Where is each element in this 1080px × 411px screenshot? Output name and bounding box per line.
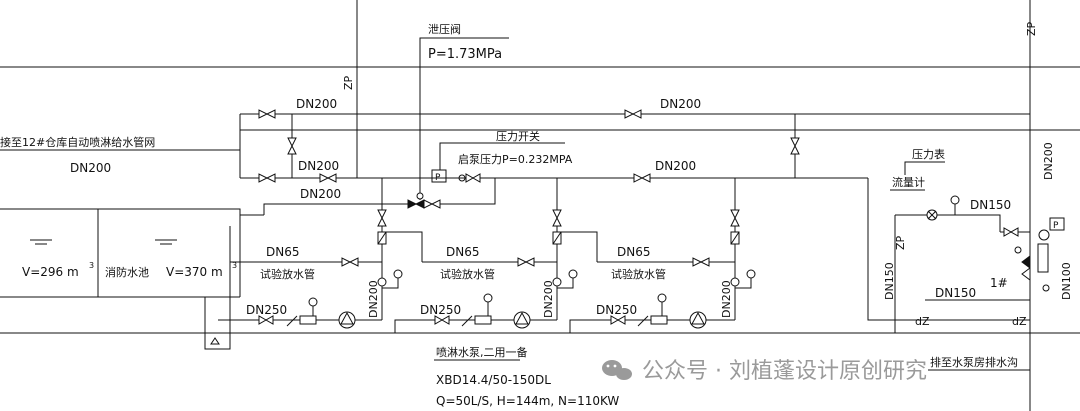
- dn65-label-1: DN65: [266, 245, 300, 259]
- dn200-riser-label-2: DN200: [542, 280, 555, 318]
- pressure-switch-p: P: [435, 173, 441, 183]
- pump-1-label: 1#: [990, 276, 1008, 290]
- dz-label-2: dZ: [1012, 315, 1027, 328]
- flow-meter-label: 流量计: [892, 175, 925, 189]
- pump-room-drain-label: 排至水泵房排水沟: [930, 355, 1018, 369]
- riser-gauge-2: [557, 269, 578, 289]
- supply-network-label: 接至12#仓库自动喷淋给水管网: [0, 135, 155, 149]
- zp-label-right-mid: ZP: [894, 235, 907, 250]
- test-drain-label-2: 试验放水管: [440, 267, 495, 281]
- fire-pool-label: 消防水池: [105, 265, 149, 279]
- relief-valve-leader: [419, 37, 509, 200]
- tank-volume-1: V=296 m: [22, 265, 79, 279]
- gate-valve-return: [423, 199, 441, 209]
- test-valve: [1003, 227, 1019, 237]
- pressure-switch-leader: [439, 142, 565, 170]
- dn100-label-right-vertical: DN100: [1060, 262, 1073, 300]
- drain-valve-3: [692, 257, 710, 267]
- header-to-test-loop: [867, 178, 1030, 321]
- drain-valve-1: [341, 257, 359, 267]
- riser-gauge-1: [382, 269, 403, 289]
- supply-dn200-label: DN200: [70, 161, 111, 175]
- riser-valve-3: [730, 209, 740, 227]
- gate-valve-upper-2: [624, 109, 642, 119]
- zp-label-right-top: ZP: [1025, 21, 1038, 36]
- suction-line-2: [394, 319, 557, 333]
- riser-meter-2: [552, 277, 562, 287]
- gate-valve-header-1: [258, 173, 276, 183]
- dn65-label-2: DN65: [446, 245, 480, 259]
- pressure-gauge-leader: [904, 161, 945, 175]
- test-drain-label-1: 试验放水管: [260, 267, 315, 281]
- riser-valve-1: [377, 209, 387, 227]
- test-pressure-gauge: [950, 195, 960, 215]
- jockey-pump-cluster: P: [1014, 217, 1065, 292]
- pressure-switch-box: [431, 169, 447, 183]
- watermark-text: 公众号 · 刘植蓬设计原创研究: [642, 359, 927, 384]
- dn150-label-lower: DN150: [935, 286, 976, 300]
- dn200-riser-label-3: DN200: [720, 280, 733, 318]
- fire-pool-outline: [0, 208, 241, 297]
- dn150-label-vertical: DN150: [883, 262, 896, 300]
- pressure-switch-gauge: [458, 174, 466, 182]
- gate-valve-vertical-2: [790, 137, 800, 155]
- dn200-label-right-vertical: DN200: [1042, 142, 1055, 180]
- drain-branch-3: [557, 231, 598, 262]
- gate-valve-header-2: [319, 173, 337, 183]
- riser-valve-2: [552, 209, 562, 227]
- flow-meter-symbol: [926, 209, 938, 221]
- start-pressure-label: 启泵压力P=0.232MPA: [458, 153, 573, 166]
- dn200-riser-label-1: DN200: [367, 280, 380, 318]
- dn65-label-3: DN65: [617, 245, 651, 259]
- tank-volume-2: V=370 m: [166, 265, 223, 279]
- relief-valve-symbol: [407, 192, 425, 209]
- dn200-label-upper-left: DN200: [296, 97, 337, 111]
- drain-valve-2: [517, 257, 535, 267]
- wechat-icon: [602, 360, 632, 380]
- dn250-label-1: DN250: [246, 303, 287, 317]
- suction-line-3: [569, 319, 735, 333]
- pump-params: Q=50L/S, H=144m, N=110KW: [436, 394, 619, 408]
- dn250-label-3: DN250: [596, 303, 637, 317]
- pressure-gauge-label: 压力表: [912, 147, 945, 161]
- pump-set-2: [434, 293, 531, 329]
- pump-model: XBD14.4/50-150DL: [436, 373, 551, 387]
- check-valve-1: [377, 231, 387, 245]
- dn200-return-line: [263, 178, 496, 215]
- pump-title: 喷淋水泵,二用一备: [436, 345, 528, 359]
- dn200-label-upper-right: DN200: [660, 97, 701, 111]
- dn200-label-return: DN200: [300, 187, 341, 201]
- gate-valve-switch: [465, 173, 481, 183]
- drain-branch-2: [382, 231, 423, 262]
- suction-foot-valve: [210, 337, 220, 345]
- suction-sump: [204, 296, 231, 350]
- tank-volume-1-sup: 3: [89, 261, 94, 270]
- test-drain-label-3: 试验放水管: [611, 267, 666, 281]
- riser-gauge-3: [735, 269, 756, 289]
- check-valve-2: [552, 231, 562, 245]
- gate-valve-upper-1: [258, 109, 276, 119]
- tank-volume-2-sup: 3: [232, 261, 237, 270]
- riser-meter-1: [377, 277, 387, 287]
- riser-meter-3: [730, 277, 740, 287]
- check-valve-3: [730, 231, 740, 245]
- gate-valve-header-3: [633, 173, 651, 183]
- dn200-label-header-left: DN200: [298, 159, 339, 173]
- pressure-switch-label: 压力开关: [496, 129, 540, 143]
- dz-label-1: dZ: [915, 315, 930, 328]
- gate-valve-vertical-1: [287, 137, 297, 155]
- pump-set-1: [258, 297, 356, 329]
- dn150-label-upper: DN150: [970, 198, 1011, 212]
- relief-pressure-label: P=1.73MPa: [428, 47, 502, 62]
- dn250-label-2: DN250: [420, 303, 461, 317]
- relief-valve-label: 泄压阀: [428, 22, 461, 36]
- test-loop-box: [895, 214, 1001, 232]
- dn200-label-header-right: DN200: [655, 159, 696, 173]
- zp-label-left: ZP: [342, 75, 355, 90]
- pump-set-3: [610, 293, 707, 329]
- svg-text:P: P: [1053, 221, 1059, 231]
